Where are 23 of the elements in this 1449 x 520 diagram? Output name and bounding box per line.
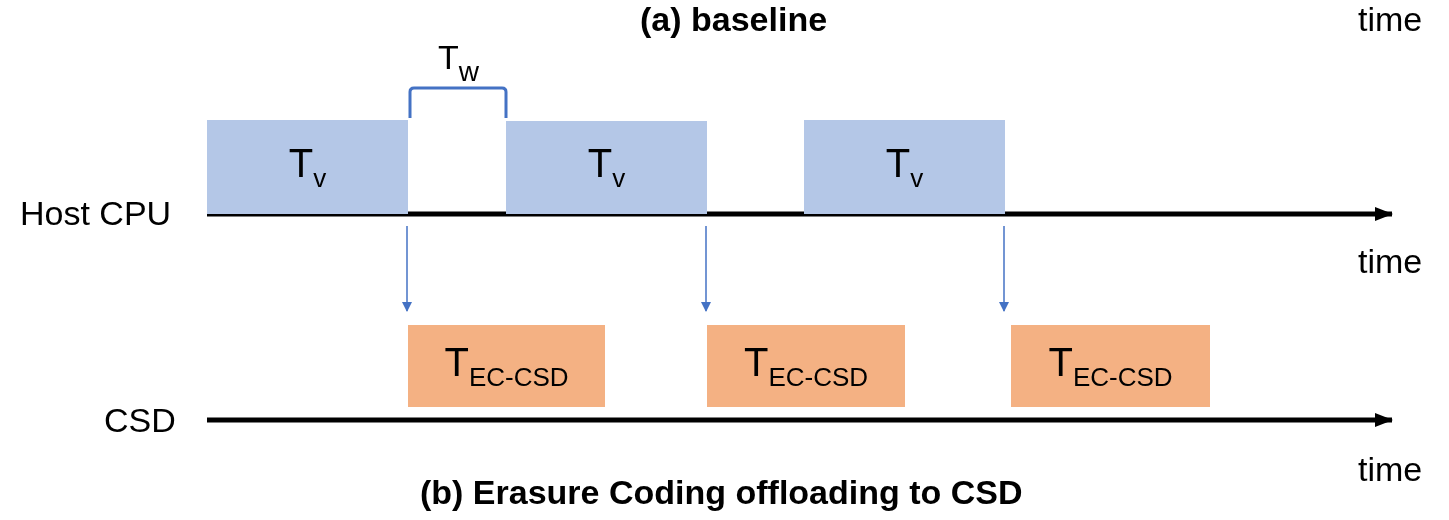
arrow <box>701 225 711 312</box>
duration-label: T$_{v}$ <box>885 140 924 194</box>
arrow <box>999 225 1009 312</box>
task-bar <box>707 325 905 407</box>
row-label: CSD <box>104 403 176 437</box>
row-label: Host CPU <box>20 196 172 230</box>
duration-label: T$_{EC-CSD}$ <box>1048 339 1173 393</box>
duration-label: T$_{EC-CSD}$ <box>743 339 869 393</box>
panel-caption: (a) baseline <box>640 2 828 36</box>
duration-label: T$_{v}$ <box>587 141 626 194</box>
axis-label: time <box>1358 2 1423 36</box>
task-bar <box>207 120 408 214</box>
task-bar <box>506 121 707 214</box>
duration-label: T$_{EC-CSD}$ <box>444 339 569 393</box>
axis-label: time <box>1358 452 1423 486</box>
task-bar <box>408 325 605 407</box>
task-bar <box>804 120 1005 214</box>
dimension-label: T$_{w}$ <box>438 40 479 86</box>
axis-label: time <box>1358 244 1423 278</box>
duration-label: T$_{v}$ <box>288 140 327 194</box>
task-bar <box>1011 325 1210 407</box>
panel-caption: (b) Erasure Coding offloading to CSD <box>420 475 1023 509</box>
arrow <box>402 225 412 312</box>
